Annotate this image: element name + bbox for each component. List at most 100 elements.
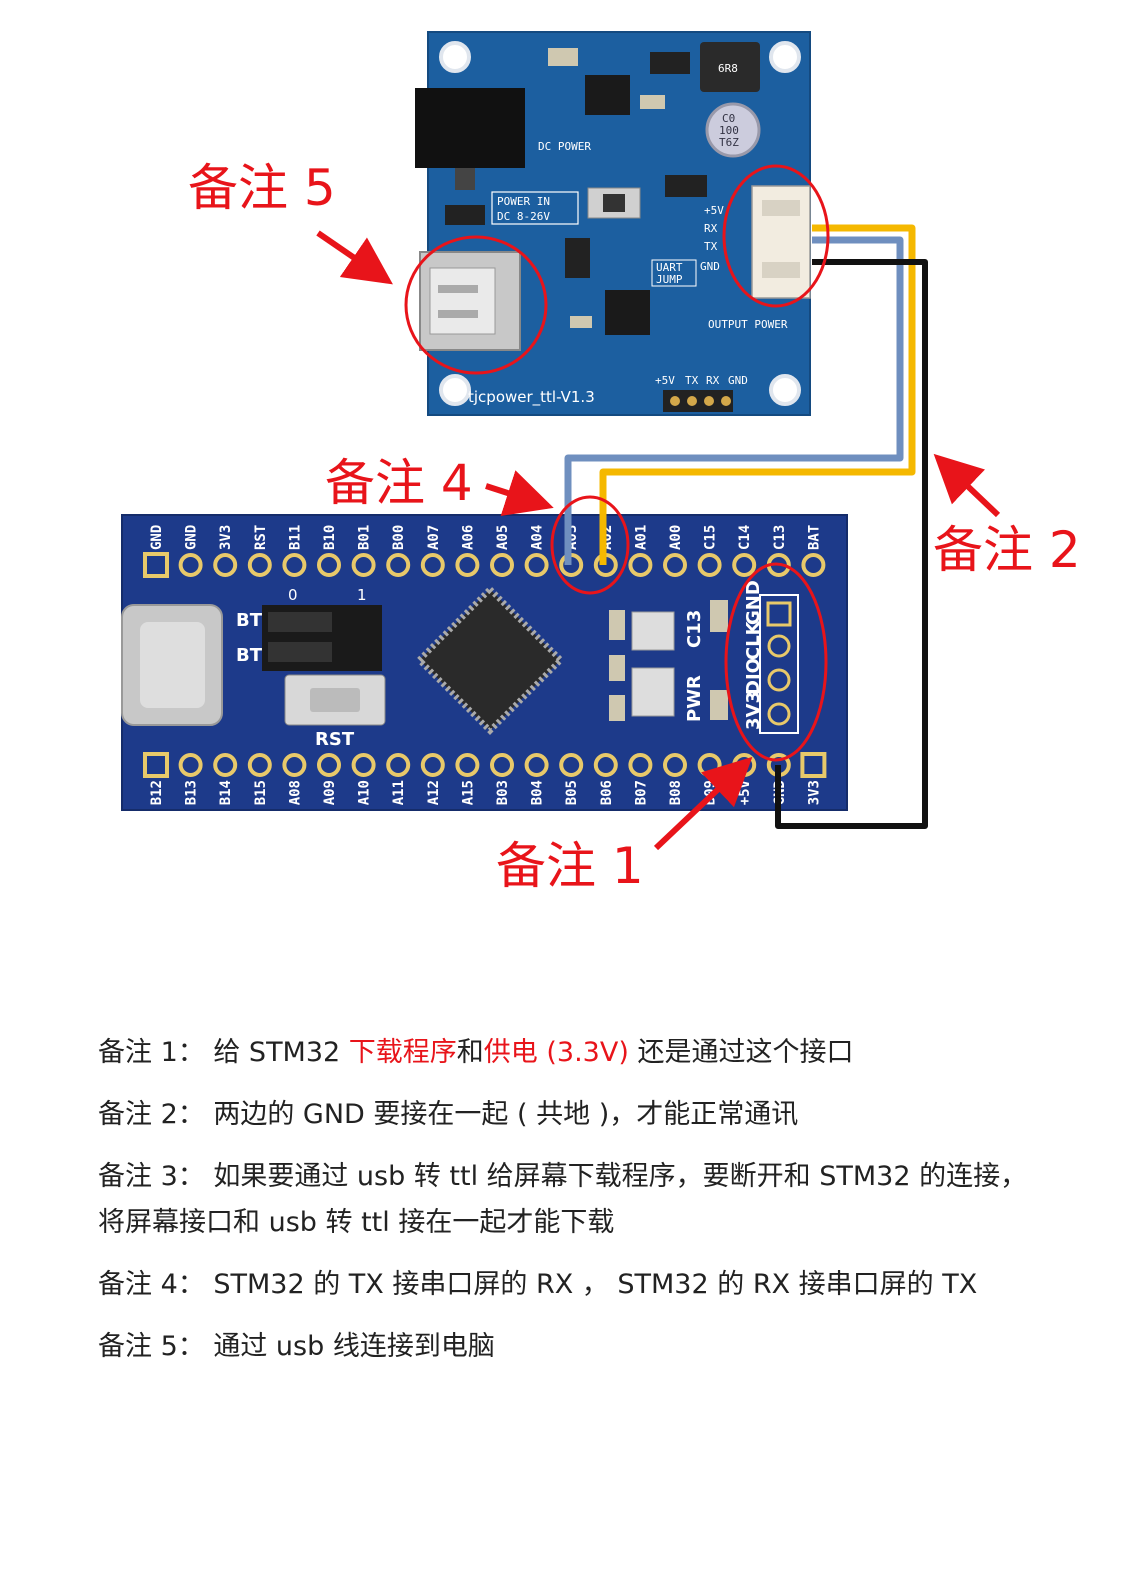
usb-ttl-power-board: DC POWER POWER IN DC 8-26V 6R8 C0 100 T6… xyxy=(415,31,811,416)
j3-header xyxy=(663,390,733,412)
pin-label-c14: C14 xyxy=(737,525,753,550)
note-2: 备注 2： 两边的 GND 要接在一起 ( 共地 )，才能正常通讯 xyxy=(98,1099,799,1130)
wire-yellow xyxy=(599,224,916,565)
note-1-prefix: 备注 1： 给 STM32 xyxy=(98,1037,349,1068)
bottom-pins-pad xyxy=(559,753,584,777)
pin-label-b14: B14 xyxy=(218,780,234,805)
board-title: tjcpower_ttl-V1.3 xyxy=(468,388,595,407)
top-pins-pad xyxy=(455,553,480,577)
note-1-power: 供电 (3.3V) xyxy=(483,1037,629,1068)
pin-label-b05: B05 xyxy=(564,780,580,805)
bottom-pins-pad xyxy=(247,753,272,777)
pin-label-a15: A15 xyxy=(460,780,476,805)
mounting-hole xyxy=(769,374,801,406)
bottom-pins-pad xyxy=(455,753,480,777)
note-4: 备注 4： STM32 的 TX 接串口屏的 RX ， STM32 的 RX 接… xyxy=(98,1269,978,1300)
note-1-mid: 和 xyxy=(456,1037,484,1068)
top-pins-pad xyxy=(697,553,722,577)
dc-power-label: DC POWER xyxy=(538,140,591,153)
inductor-label: 6R8 xyxy=(718,62,738,75)
c13-label: C13 xyxy=(684,610,705,648)
top-pins-pad xyxy=(317,553,341,577)
j3-pin-rx: RX xyxy=(706,374,720,387)
bottom-pins-pad xyxy=(213,753,238,777)
pin-label-a05: A05 xyxy=(495,525,511,550)
bottom-pins-pad xyxy=(628,753,653,777)
pin-label-b11: B11 xyxy=(287,525,303,550)
mounting-hole xyxy=(439,374,471,406)
output-power-label: OUTPUT POWER xyxy=(708,318,788,331)
pin-label-a07: A07 xyxy=(426,525,442,550)
cap-label-3: T6Z xyxy=(719,136,739,149)
power-in-label: POWER IN xyxy=(497,195,550,208)
swd-pin-3v3: 3V3 xyxy=(743,691,764,730)
jumper-col-1: 1 xyxy=(357,586,367,604)
bottom-pins-pad xyxy=(420,753,445,777)
mounting-hole xyxy=(439,41,471,73)
pin-label-p5v: +5V xyxy=(737,779,753,805)
jumper-label-bt0: BT xyxy=(236,610,263,631)
pin-label-b12: B12 xyxy=(149,780,165,805)
ellipse-usb-port xyxy=(404,235,548,375)
top-pins-pad xyxy=(732,553,757,577)
mounting-hole xyxy=(769,41,801,73)
uart-label: UART xyxy=(656,261,683,274)
bottom-pins-pad xyxy=(524,753,549,777)
note-1-suffix: 还是通过这个接口 xyxy=(628,1037,854,1068)
callout-2: 备注 2 xyxy=(933,521,1081,579)
pin-label-b00: B00 xyxy=(391,525,407,550)
j2-pin-rx: RX xyxy=(704,222,718,235)
pin-label-b13: B13 xyxy=(184,780,200,805)
jumper-col-0: 0 xyxy=(288,586,298,604)
note-5: 备注 5： 通过 usb 线连接到电脑 xyxy=(98,1331,495,1362)
callout-1: 备注 1 xyxy=(496,837,644,895)
arrow-5 xyxy=(316,230,393,285)
pwr-label: PWR xyxy=(684,675,705,722)
pin-label-a06: A06 xyxy=(460,525,476,550)
top-pins-pad xyxy=(213,553,238,577)
j2-pin-5v: +5V xyxy=(704,204,724,217)
voltage-label: DC 8-26V xyxy=(497,210,550,223)
ic-u1 xyxy=(585,75,630,115)
inductor xyxy=(700,42,760,92)
pin-label-b03: B03 xyxy=(495,780,511,805)
wire-blue xyxy=(564,236,904,565)
cap-label-2: 100 xyxy=(719,124,739,137)
swd-pin-dio: DIO xyxy=(743,658,764,695)
pin-label-gnd: GND xyxy=(184,525,200,550)
pin-label-b10: B10 xyxy=(322,525,338,550)
pin-label-3v3: 3V3 xyxy=(218,525,234,550)
top-pins-pad xyxy=(524,553,549,577)
top-pins-pad xyxy=(247,553,272,577)
note-1: 备注 1： 给 STM32 下载程序和供电 (3.3V) 还是通过这个接口 xyxy=(98,1030,1038,1076)
cap-label-1: C0 xyxy=(722,112,735,125)
bottom-pins-pad xyxy=(143,752,169,778)
pin-label-a04: A04 xyxy=(530,525,546,550)
bottom-pins-pad xyxy=(663,753,687,777)
pin-label-rst: RST xyxy=(253,525,269,550)
j2-pin-gnd: GND xyxy=(700,260,720,273)
swd-pin-clk: CLK xyxy=(743,620,764,660)
ic-u3 xyxy=(605,290,650,335)
ellipse-a02-a03 xyxy=(550,495,630,595)
dc-jack xyxy=(415,88,525,168)
jump-label: JUMP xyxy=(656,273,683,286)
bottom-pins-pad xyxy=(593,753,618,777)
pin-label-a00: A00 xyxy=(668,525,684,550)
top-pins-pad xyxy=(178,553,203,577)
capacitor xyxy=(705,102,761,158)
stm32-mcu xyxy=(415,585,565,735)
top-pins-pad xyxy=(143,552,169,578)
ellipse-j2-connector xyxy=(722,164,830,308)
pin-label-bat: BAT xyxy=(806,525,822,550)
bottom-pins-pad xyxy=(317,753,341,777)
bottom-pins-pad xyxy=(282,753,307,777)
annotation-ellipses xyxy=(404,164,830,762)
swd-header xyxy=(759,594,799,734)
pin-label-a09: A09 xyxy=(322,780,338,805)
pin-label-a01: A01 xyxy=(633,525,649,550)
pin-label-b06: B06 xyxy=(599,780,615,805)
pin-label-gnd: GND xyxy=(149,525,165,550)
pin-label-c15: C15 xyxy=(703,525,719,550)
pin-label-a12: A12 xyxy=(426,780,442,805)
